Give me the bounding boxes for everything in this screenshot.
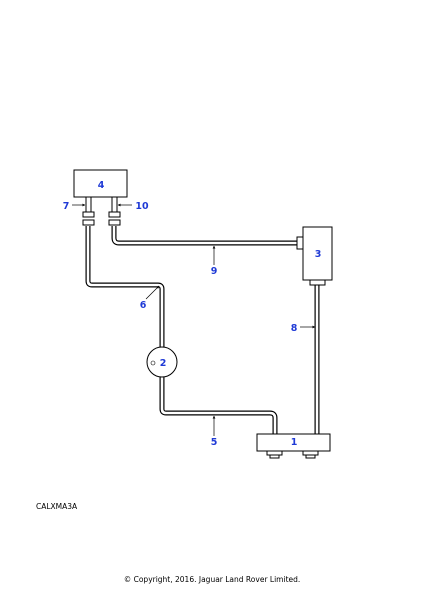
outlet-clips	[82, 196, 121, 226]
callout-6: 6	[140, 300, 147, 311]
clip-7	[82, 211, 95, 218]
leader-lines	[72, 203, 316, 436]
callout-5: 5	[211, 437, 218, 448]
hose-5	[159, 376, 278, 434]
component-4-box	[73, 169, 128, 198]
copyright-notice: © Copyright, 2016. Jaguar Land Rover Lim…	[123, 575, 301, 584]
component-1-box	[256, 433, 331, 459]
callout-9: 9	[211, 266, 218, 277]
callout-4: 4	[98, 180, 105, 191]
clip-10	[108, 211, 121, 218]
callout-7: 7	[63, 201, 70, 212]
callout-3: 3	[315, 249, 322, 260]
hose-9	[111, 226, 298, 246]
callout-10: 10	[135, 201, 149, 212]
callout-1: 1	[291, 437, 298, 448]
component-2-circle	[146, 346, 178, 378]
illustration-code: CALXMA3A	[36, 502, 78, 511]
hose-6	[85, 226, 165, 348]
component-3-box	[296, 226, 333, 286]
callout-2: 2	[160, 358, 167, 369]
callout-8: 8	[291, 323, 298, 334]
